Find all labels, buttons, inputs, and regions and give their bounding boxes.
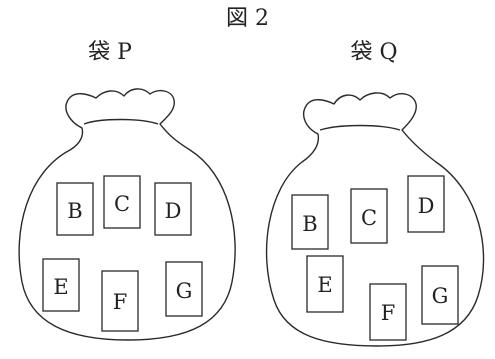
card-b: B [56,182,94,236]
svg-text:C: C [361,206,377,230]
bag-q-cards: B C D E F G [291,175,459,341]
svg-text:G: G [432,284,449,308]
svg-text:B: B [302,212,317,236]
bag-q-knot [319,124,401,131]
card-e: E [42,258,80,312]
card-f: F [369,283,407,341]
svg-text:E: E [317,273,332,297]
card-c: C [103,175,141,229]
svg-text:D: D [418,194,435,218]
svg-text:B: B [67,199,82,223]
svg-text:D: D [165,199,182,223]
card-b: B [291,194,329,250]
svg-text:C: C [114,192,130,216]
bag-p-outline [18,88,236,341]
card-e: E [306,255,344,313]
bag-p-knot [83,118,159,125]
figure-title: 図 2 [226,6,269,31]
bag-q-label: 袋 Q [350,40,398,65]
card-d: D [154,182,192,236]
bag-q-outline [265,92,485,347]
bag-p-cards: B C D E F G [42,175,203,332]
svg-text:E: E [53,275,68,299]
svg-text:F: F [381,301,396,325]
bag-p-label: 袋 P [88,40,132,65]
card-d: D [407,175,445,233]
card-g: G [165,261,203,317]
card-f: F [101,270,139,332]
svg-text:G: G [176,279,193,303]
svg-text:F: F [113,290,128,314]
card-c: C [350,188,388,244]
card-g: G [421,265,459,325]
